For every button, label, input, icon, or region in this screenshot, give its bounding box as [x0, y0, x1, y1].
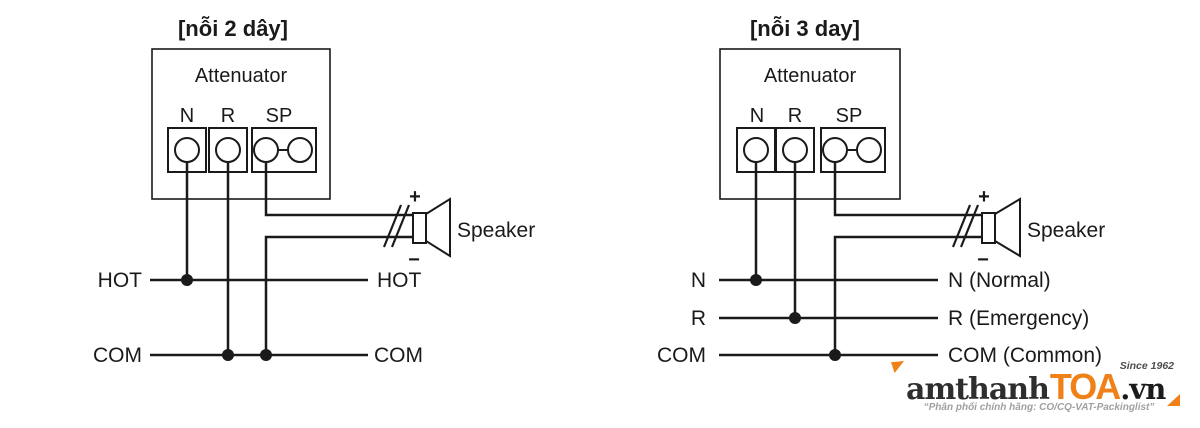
r-label-left: R: [691, 307, 706, 330]
junction-dot: [750, 274, 762, 286]
speaker-cone-icon: [425, 197, 451, 258]
junction-dot: [181, 274, 193, 286]
cable-break-slash: [382, 204, 403, 248]
speaker-minus-label: −: [977, 249, 989, 271]
terminal-label-r: R: [221, 105, 235, 127]
attenuator-box: [151, 48, 331, 200]
com-label-right: COM: [374, 344, 423, 367]
diagram-title: [nỗi 3 day]: [750, 16, 860, 41]
terminal-sp-contact-left: [822, 137, 848, 163]
attenuator-box: [719, 48, 901, 200]
speaker-driver-icon: [412, 212, 427, 244]
two-wire-diagram: [nỗi 2 dây] Attenuator N R SP: [93, 16, 535, 367]
three-wire-diagram: [nỗi 3 day] Attenuator N R SP: [657, 16, 1105, 367]
brand-text: amthanh TOA .vn: [890, 366, 1166, 408]
r-label-right: R (Emergency): [948, 307, 1089, 330]
terminal-label-sp: SP: [836, 105, 863, 127]
hot-label-left: HOT: [98, 269, 143, 292]
n-label-left: N: [691, 269, 706, 292]
watermark-logo: Since 1962 amthanh TOA .vn “Phân phối ch…: [888, 356, 1190, 426]
junction-dot: [789, 312, 801, 324]
terminal-label-n: N: [750, 105, 764, 127]
junction-dot: [222, 349, 234, 361]
speaker-label: Speaker: [1027, 219, 1105, 242]
speaker-label: Speaker: [457, 219, 535, 242]
cable-break-slash: [390, 204, 411, 248]
speaker-driver-icon: [981, 212, 996, 244]
diagram-title: [nỗi 2 dây]: [178, 16, 288, 41]
cable-break-slash: [959, 204, 980, 248]
attenuator-label: Attenuator: [195, 65, 288, 87]
terminal-n-contact: [174, 137, 200, 163]
terminal-sp-contact-left: [253, 137, 279, 163]
com-label-left: COM: [93, 344, 142, 367]
com-label-right: COM (Common): [948, 344, 1102, 367]
cable-break-slash: [951, 204, 972, 248]
brand-highlight: TOA: [1049, 366, 1121, 407]
terminal-r-contact: [215, 137, 241, 163]
speaker-plus-label: +: [409, 186, 421, 208]
speaker-plus-label: +: [978, 186, 990, 208]
terminal-sp-contact-right: [856, 137, 882, 163]
brand-prefix: amthanh: [906, 372, 1050, 407]
terminal-sp-contact-right: [287, 137, 313, 163]
since-label: Since 1962: [1119, 360, 1174, 372]
junction-dot: [260, 349, 272, 361]
terminal-r-contact: [782, 137, 808, 163]
speaker-minus-label: −: [408, 249, 420, 271]
wire-sp-to-speaker-plus: [833, 162, 982, 217]
n-label-right: N (Normal): [948, 269, 1051, 292]
junction-dot: [829, 349, 841, 361]
wire-speaker-minus-to-com: [833, 235, 982, 355]
terminal-label-sp: SP: [266, 105, 293, 127]
attenuator-label: Attenuator: [764, 65, 857, 87]
brand-suffix: .vn: [1120, 372, 1166, 406]
terminal-label-r: R: [788, 105, 802, 127]
hot-label-right: HOT: [377, 269, 422, 292]
wire-sp-to-speaker-plus: [264, 162, 413, 217]
com-label-left: COM: [657, 344, 706, 367]
brand-tagline: “Phân phối chính hãng: CO/CQ-VAT-Packing…: [923, 402, 1155, 413]
terminal-n-contact: [743, 137, 769, 163]
wire-speaker-minus-to-com: [264, 235, 413, 355]
terminal-label-n: N: [180, 105, 194, 127]
speaker-cone-icon: [994, 197, 1021, 258]
